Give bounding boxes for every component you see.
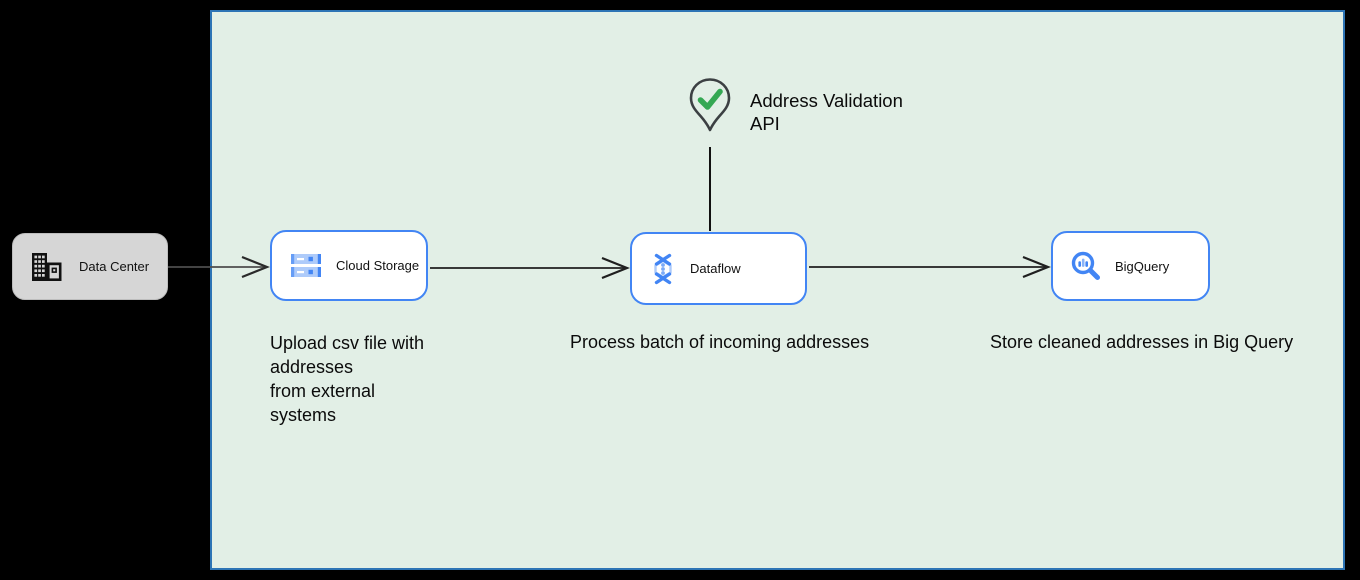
address-validation-api-label: Address Validation API <box>750 90 903 134</box>
node-label: BigQuery <box>1115 258 1170 274</box>
node-bigquery[interactable]: BigQuery <box>1051 231 1210 301</box>
note-store-bigquery: Store cleaned addresses in Big Query <box>990 332 1294 352</box>
note-process-batch: Process batch of incoming addresses <box>570 332 870 352</box>
node-data-center[interactable]: Data Center <box>12 233 168 300</box>
node-cloud-storage[interactable]: Cloud Storage <box>270 230 428 301</box>
node-label: Cloud Storage <box>336 258 420 273</box>
node-dataflow[interactable]: Dataflow <box>630 232 807 305</box>
bigquery-magnifier-icon <box>1071 251 1100 280</box>
note-upload-csv: Upload csv file with addresses from exte… <box>270 333 425 425</box>
node-label: Dataflow <box>690 261 741 276</box>
cloud-storage-icon <box>291 253 321 277</box>
dataflow-icon <box>654 253 672 284</box>
map-pin-check-icon <box>689 78 731 132</box>
building-icon <box>32 252 62 281</box>
address-validation-marker <box>687 77 733 144</box>
node-label: Data Center <box>79 259 150 274</box>
